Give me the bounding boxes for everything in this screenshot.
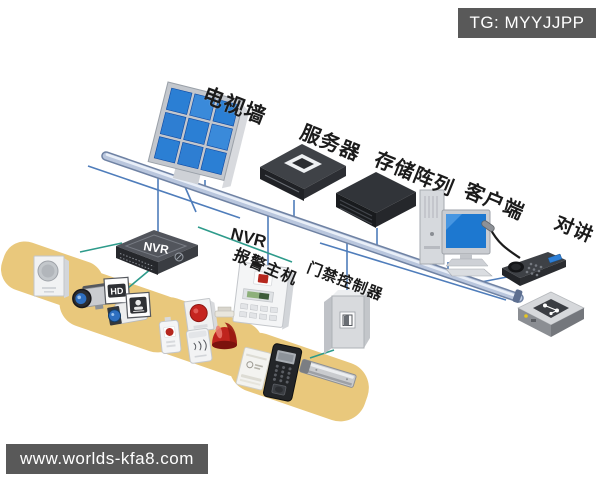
server-logo-icon xyxy=(284,154,322,173)
access-keypad-device xyxy=(263,343,303,402)
speaker-device xyxy=(33,255,69,298)
storage-array-device xyxy=(336,172,416,228)
watermark-badge-bottom: www.worlds-kfa8.com xyxy=(6,444,208,474)
operator-badge-icon xyxy=(125,291,152,319)
tv-wall-screens xyxy=(153,87,239,175)
hd-badge-text: HD xyxy=(110,286,124,297)
client-pc-device xyxy=(419,189,493,277)
network-glyph-icon xyxy=(543,303,559,316)
client-keyboard xyxy=(445,268,493,277)
siren-device xyxy=(212,306,237,350)
card-reader-device xyxy=(235,346,272,391)
alarm-host-device xyxy=(232,261,295,330)
client-monitor xyxy=(441,209,491,267)
door-icon xyxy=(339,311,356,329)
tv-wall-device xyxy=(147,81,250,189)
intercom-screen xyxy=(547,253,563,264)
maglock-device xyxy=(299,358,357,388)
microphone-gooseneck-icon xyxy=(489,227,521,259)
intercom-keypad xyxy=(525,262,543,277)
server-device xyxy=(260,144,346,201)
panic-button-device xyxy=(183,298,218,334)
motion-sensor-device xyxy=(185,327,213,364)
panic-remote-device xyxy=(158,316,182,355)
network-switch-device xyxy=(517,291,585,337)
microphone-capsule-icon xyxy=(481,220,495,232)
access-controller-cabinet xyxy=(324,290,370,354)
nvr-device: NVR xyxy=(116,230,198,275)
intercom-console-device xyxy=(481,220,566,286)
watermark-badge-top: TG: MYYJJPP xyxy=(458,8,596,38)
nvr-device-label: NVR xyxy=(143,239,171,257)
hd-badge-icon: HD xyxy=(103,276,131,305)
